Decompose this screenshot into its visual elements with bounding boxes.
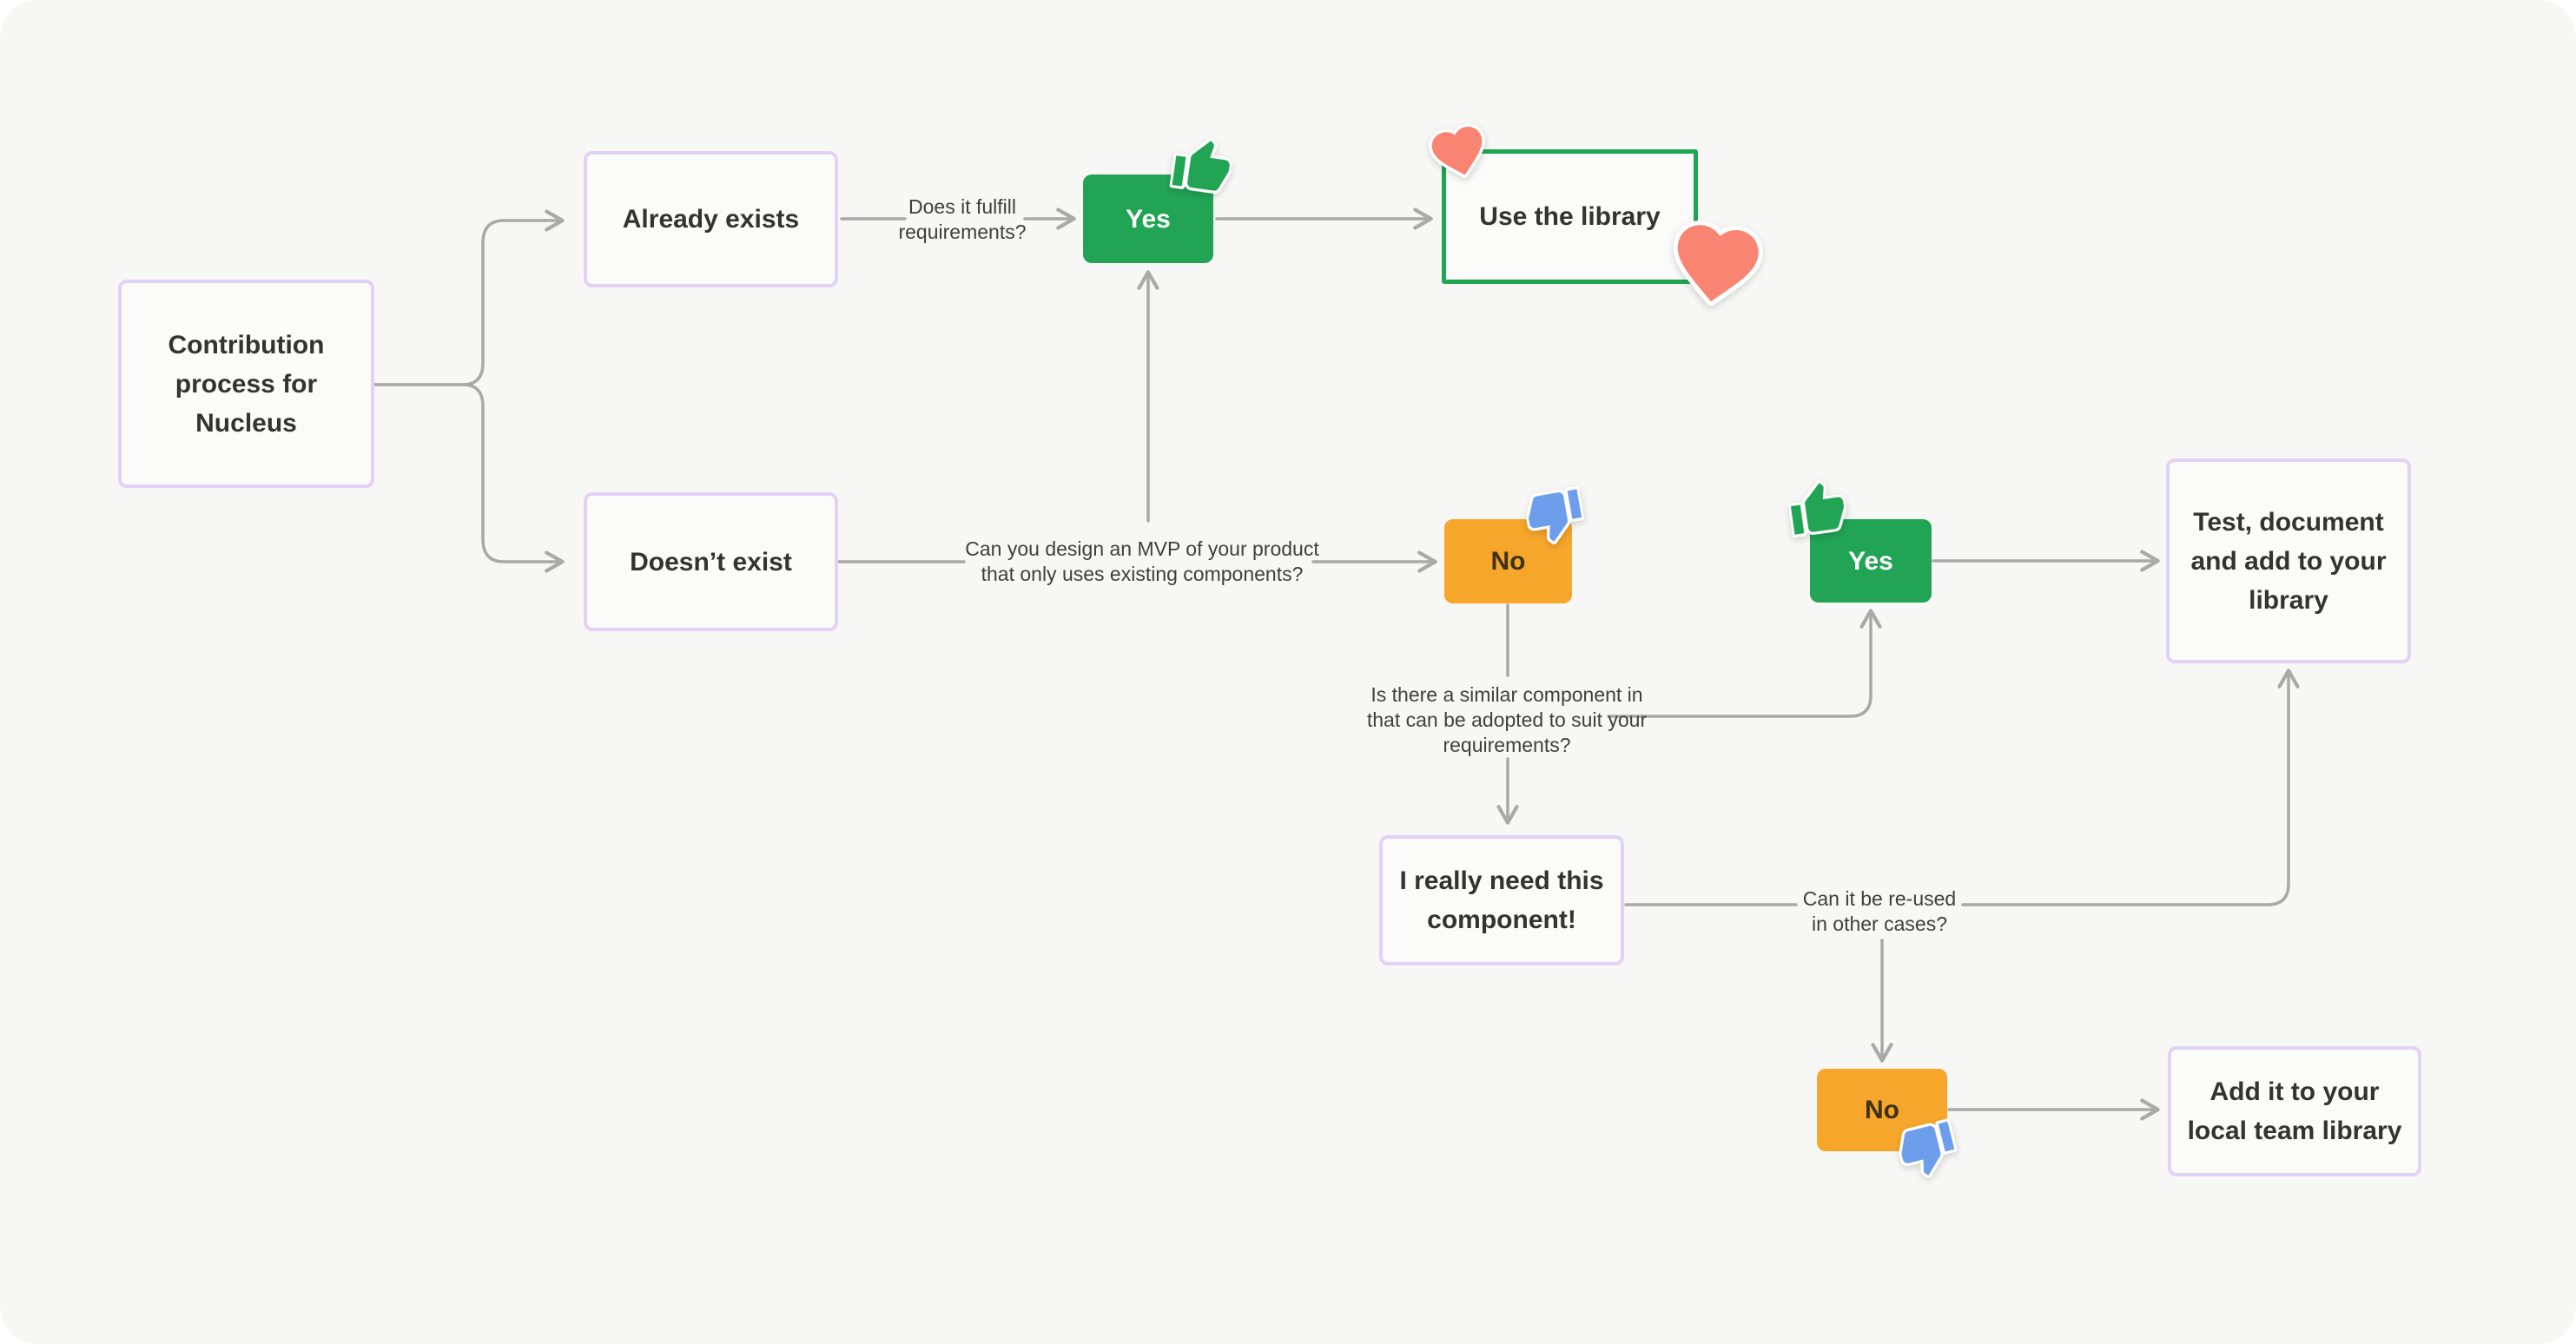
edge-label-similar-component[interactable]: Is there a similar component in that can…	[1366, 683, 1648, 756]
node-add-local[interactable]: Add it to your local team library	[2168, 1046, 2421, 1176]
thumbs-down-sticker-no1[interactable]	[1522, 482, 1588, 548]
node-already-exists-label: Already exists	[622, 205, 800, 234]
node-doesnt-exist[interactable]: Doesn’t exist	[584, 492, 838, 631]
thumbs-up-sticker-yes2[interactable]	[1786, 478, 1851, 543]
node-already-exists[interactable]: Already exists	[584, 151, 838, 287]
node-doesnt-exist-label: Doesn’t exist	[630, 547, 792, 576]
node-no-1-label: No	[1490, 547, 1526, 576]
node-add-local-label: Add it to your local team library	[2187, 1077, 2402, 1145]
node-need-component-label: I really need this component!	[1399, 866, 1604, 934]
edge-label-design-mvp[interactable]: Can you design an MVP of your product th…	[965, 537, 1319, 585]
thumbs-down-icon	[1525, 486, 1585, 545]
node-start[interactable]: Contribution process for Nucleus	[118, 280, 374, 488]
edge-start-to-already-exists	[373, 209, 565, 386]
node-no-2-label: No	[1865, 1096, 1899, 1124]
heart-sticker-large[interactable]	[1661, 209, 1771, 319]
node-yes-2-label: Yes	[1848, 546, 1893, 576]
node-test-document[interactable]: Test, document and add to your library	[2166, 458, 2411, 663]
node-need-component[interactable]: I really need this component!	[1379, 835, 1624, 965]
heart-icon	[1429, 123, 1485, 178]
heart-icon	[1673, 221, 1763, 306]
node-use-library-label: Use the library	[1479, 202, 1661, 231]
node-test-document-label: Test, document and add to your library	[2190, 507, 2387, 615]
edge-start-to-doesnt-exist	[373, 383, 565, 573]
node-yes-2[interactable]: Yes	[1810, 519, 1932, 603]
heart-sticker-small[interactable]	[1423, 115, 1496, 189]
thumbs-up-sticker-yes1[interactable]	[1169, 134, 1236, 201]
thumbs-down-sticker-no2[interactable]	[1892, 1114, 1962, 1183]
node-use-library[interactable]: Use the library	[1442, 149, 1698, 284]
thumbs-up-icon	[1169, 137, 1233, 194]
node-yes-1-label: Yes	[1126, 204, 1171, 234]
edge-reused-label-to-test-document	[1961, 669, 2300, 906]
edge-label-reused[interactable]: Can it be re-used in other cases?	[1802, 887, 1957, 935]
node-no-2[interactable]: No	[1817, 1069, 1947, 1151]
thumbs-up-icon	[1787, 479, 1847, 538]
edge-similar-label-to-yes2	[1607, 609, 1882, 718]
node-start-label: Contribution process for Nucleus	[168, 330, 325, 438]
edge-label-fulfill[interactable]: Does it fulfill requirements?	[898, 195, 1027, 243]
thumbs-down-icon	[1899, 1118, 1958, 1179]
